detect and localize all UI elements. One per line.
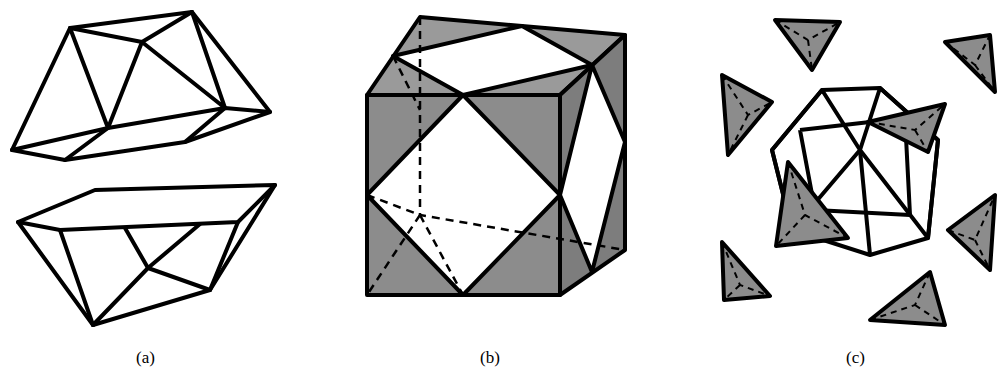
panel-label: (a) xyxy=(136,348,155,368)
panel-label: (b) xyxy=(480,348,500,368)
panel-label: (c) xyxy=(846,348,865,368)
